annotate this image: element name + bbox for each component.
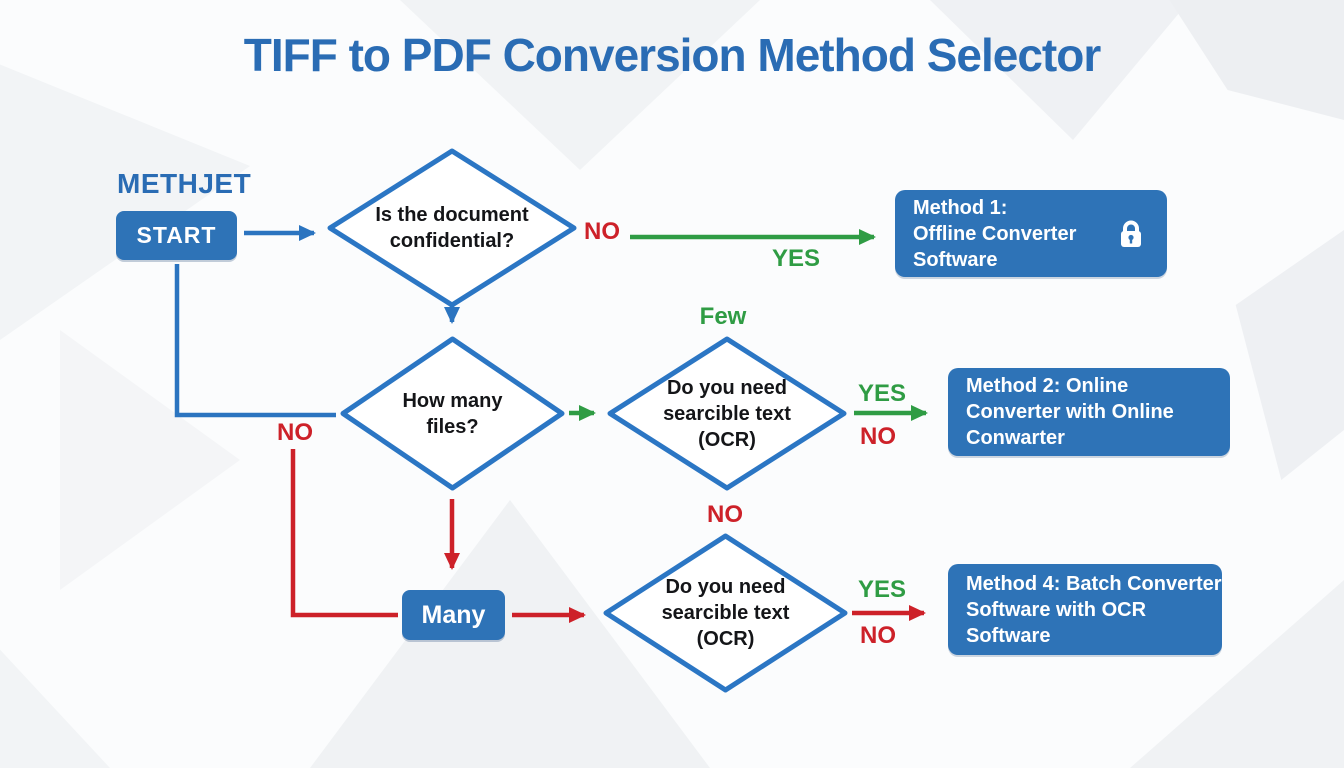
decision-ocr-many-label: Do you need searcible text (OCR) — [661, 576, 790, 650]
decision-how-many-files-label: How many files? — [402, 389, 503, 438]
decision-ocr-few: Do you need searcible text (OCR) — [607, 336, 847, 491]
edge-label-confidential-yes: YES — [771, 245, 821, 272]
method-2-box: Method 2: Online Converter with Online C… — [948, 368, 1230, 456]
diamond-shape — [327, 148, 577, 308]
decision-how-many-files: How many files? — [340, 336, 565, 491]
method-1-label: Method 1: Offline Converter Software — [913, 196, 1077, 271]
decision-ocr-few-label: Do you need searcible text (OCR) — [663, 376, 791, 451]
decision-ocr-many: Do you need searcible text (OCR) — [603, 533, 848, 693]
lock-icon — [1115, 218, 1147, 250]
header-label: METHJET — [117, 168, 252, 199]
diamond-shape — [607, 336, 847, 491]
method-4-box: Method 4: Batch Converter Software with … — [948, 564, 1222, 655]
method-2-label: Method 2: Online Converter with Online C… — [966, 375, 1174, 449]
edge-label-ocr-few-no: NO — [860, 423, 896, 450]
edge-start-down-to-howmany — [174, 264, 336, 418]
decision-confidential: Is the document confidential? — [327, 148, 577, 308]
edge-label-ocr-many-entry-no: NO — [707, 501, 743, 528]
edge-howmany-no-to-many — [290, 449, 398, 618]
diamond-shape — [340, 336, 565, 491]
start-node: START — [116, 211, 237, 260]
method-1-box: Method 1: Offline Converter Software — [895, 190, 1167, 277]
many-node: Many — [402, 590, 505, 640]
edge-label-ocr-many-yes: YES — [857, 576, 907, 603]
method-4-label: Method 4: Batch Converter Software with … — [966, 572, 1222, 647]
edge-label-ocr-few-yes: YES — [857, 380, 907, 407]
edge-label-ocr-many-no: NO — [860, 622, 896, 649]
edge-label-files-few: Few — [699, 303, 747, 330]
decision-confidential-label: Is the document confidential? — [375, 204, 529, 252]
edge-label-confidential-no: NO — [584, 218, 620, 245]
edge-label-files-no: NO — [277, 419, 313, 446]
diamond-shape — [603, 533, 848, 693]
page-title: TIFF to PDF Conversion Method Selector — [243, 29, 1101, 81]
